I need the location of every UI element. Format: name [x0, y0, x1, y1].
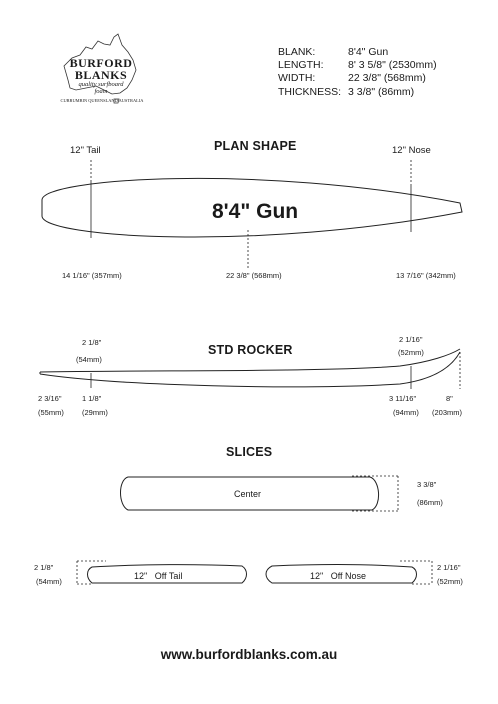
logo-line1: BURFORD	[69, 56, 133, 70]
plan-center-width: 22 3/8" (568mm)	[226, 271, 282, 280]
logo-line2: BLANKS	[74, 68, 128, 82]
plan-nose-marker: 12" Nose	[392, 145, 431, 156]
rocker-top-left-mm: (54mm)	[76, 355, 102, 364]
logo-tagline2: foam	[94, 88, 108, 95]
center-slice-thick: 3 3/8"	[417, 480, 437, 489]
rocker-heading: STD ROCKER	[208, 343, 293, 357]
rocker-b4: 8"	[446, 394, 453, 403]
spec-row: THICKNESS:3 3/8" (86mm)	[278, 85, 415, 98]
rocker-b2: 1 1/8"	[82, 394, 102, 403]
logo-location: CURRUMBIN QUEENSLAND AUSTRALIA	[60, 98, 144, 103]
center-slice-label: Center	[234, 489, 262, 499]
tail-slice-thick-mm: (54mm)	[36, 577, 62, 586]
tasmania-icon	[113, 98, 120, 104]
tail-slice-label: 12" Off Tail	[134, 571, 183, 581]
logo-tagline1: quality surfboard	[78, 81, 124, 88]
center-slice-outline	[120, 476, 379, 511]
rocker-b3: 3 11/16"	[389, 394, 417, 403]
spec-table: BLANK:8'4" Gun LENGTH:8' 3 5/8" (2530mm)…	[278, 46, 437, 99]
plan-center-label: 8'4" Gun	[212, 200, 299, 223]
rocker-bottom	[39, 351, 461, 388]
nose-slice-outline	[265, 564, 417, 584]
rocker-top-right: 2 1/16"	[399, 335, 423, 344]
rocker-top-right-mm: (52mm)	[398, 348, 424, 357]
plan-shape-heading: PLAN SHAPE	[214, 139, 297, 153]
spec-row: BLANK:8'4" Gun	[278, 46, 389, 58]
rocker-b2-mm: (29mm)	[82, 408, 108, 417]
rocker-top	[39, 348, 461, 373]
rocker-b1-mm: (55mm)	[38, 408, 64, 417]
nose-slice-thick: 2 1/16"	[437, 563, 461, 572]
tail-slice-thick: 2 1/8"	[34, 563, 54, 572]
plan-tail-width: 14 1/16" (357mm)	[62, 271, 122, 280]
rocker-b4-mm: (203mm)	[432, 408, 463, 417]
nose-slice-thick-mm: (52mm)	[437, 577, 463, 586]
spec-row: LENGTH:8' 3 5/8" (2530mm)	[278, 59, 437, 72]
center-slice-thick-mm: (86mm)	[417, 498, 443, 507]
slices-heading: SLICES	[226, 445, 273, 459]
rocker-b1: 2 3/16"	[38, 394, 62, 403]
tail-slice-outline	[87, 564, 247, 584]
nose-slice-label: 12" Off Nose	[310, 571, 367, 581]
logo: BURFORD BLANKS quality surfboard foam	[60, 57, 142, 95]
rocker-b3-mm: (94mm)	[393, 408, 419, 417]
australia-map-icon	[63, 33, 137, 95]
plan-nose-width: 13 7/16" (342mm)	[396, 271, 456, 280]
rocker-top-left: 2 1/8"	[82, 338, 102, 347]
website-url: www.burfordblanks.com.au	[160, 647, 338, 662]
spec-row: WIDTH:22 3/8" (568mm)	[278, 72, 426, 85]
plan-tail-marker: 12" Tail	[70, 145, 101, 156]
